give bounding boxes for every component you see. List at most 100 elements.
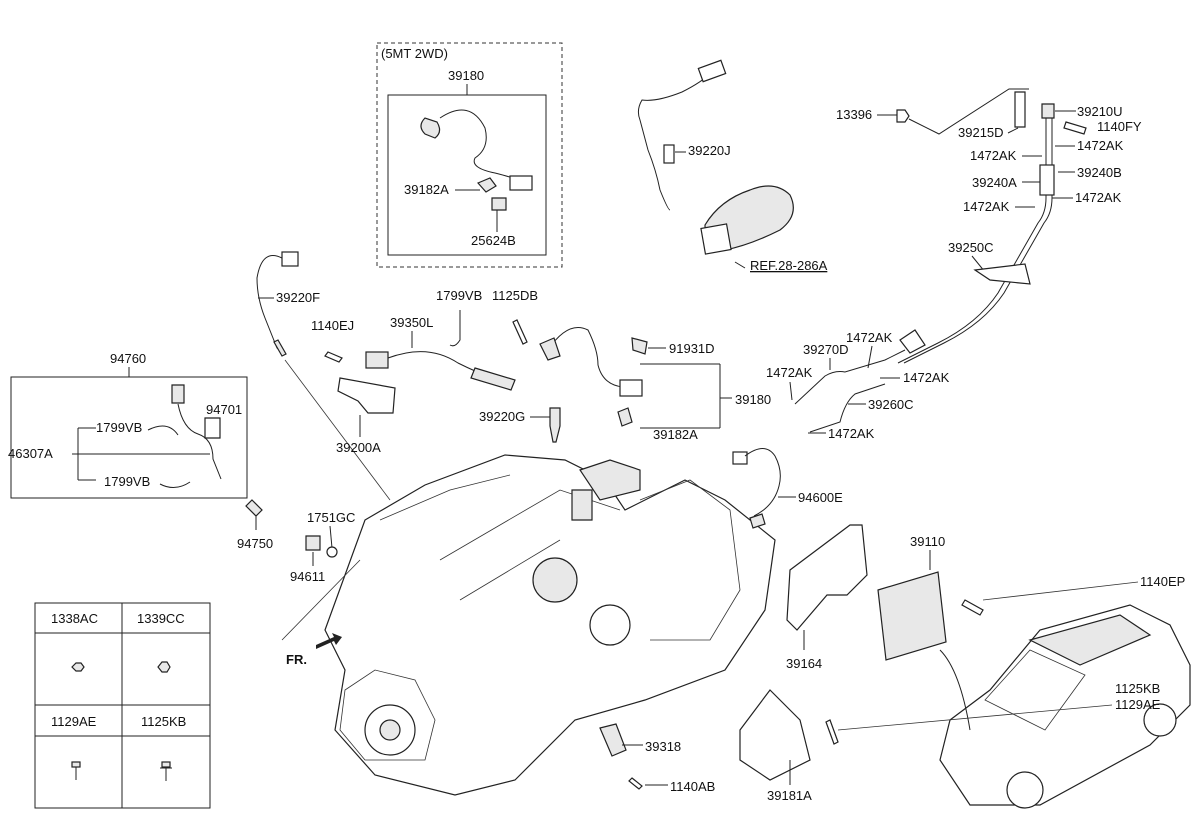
callout-1472AK-3[interactable]: 1472AK [963,199,1010,214]
callout-94701[interactable]: 94701 [206,402,242,417]
flange-nut-icon [157,661,171,673]
callout-1472AK-1[interactable]: 1472AK [1077,138,1124,153]
hose-39270D-group: 39270D 1472AK 1472AK 1472AK 39260C 1472A… [766,330,950,441]
callout-1140AB[interactable]: 1140AB [670,779,715,794]
callout-1140EJ[interactable]: 1140EJ [311,318,354,333]
engine-block-icon [324,454,776,796]
bracket-91931D-icon [631,337,648,355]
callout-1140EP[interactable]: 1140EP [1140,574,1185,589]
variant-label: (5MT 2WD) [381,46,448,61]
gasket-1751GC-icon [326,546,338,558]
callout-1799VB-top[interactable]: 1799VB [436,288,482,303]
callout-39110[interactable]: 39110 [910,534,945,549]
sensor-39318-icon [599,723,627,757]
o2-sensor-group: 39220F 1799VB 1125DB 1140EJ 39350L 39200… [256,251,561,501]
legend-cell-1: 1338AC [51,611,98,626]
cover-39181A-icon [739,689,811,781]
vehicle-illustration [939,604,1191,809]
vacuum-pipe-group: 13396 39215D 39210U 1140FY 1472AK 1472AK… [836,88,1142,364]
ecu-bracket-39164-icon [786,524,868,631]
bolt-1140FY-icon [1063,121,1087,135]
callout-39350L[interactable]: 39350L [390,315,433,330]
ecu-group: 39110 39164 1140EP [786,524,1185,671]
callout-1129AE[interactable]: 1129AE [1115,697,1161,712]
callout-39215D[interactable]: 39215D [958,125,1004,140]
callout-1472AK-7[interactable]: 1472AK [903,370,950,385]
bracket-39250C-icon [973,263,1031,285]
callout-39210U[interactable]: 39210U [1077,104,1123,119]
callout-39318[interactable]: 39318 [645,739,681,754]
sensor-94611-icon [305,535,321,551]
callout-1799VB-a[interactable]: 1799VB [96,420,142,435]
callout-39220J[interactable]: 39220J [688,143,731,158]
callout-94600E[interactable]: 94600E [798,490,843,505]
callout-39181A[interactable]: 39181A [767,788,812,803]
bolt-1125DB-icon [512,319,528,345]
bolt-1140EP-icon [961,599,984,616]
sensor-39220G-icon [549,407,561,443]
sensor-39180-icon [420,109,533,191]
callout-46307A[interactable]: 46307A [8,446,53,461]
sensor-94750-icon [245,499,263,517]
callout-39182A-mid[interactable]: 39182A [653,427,698,442]
clip-13396-icon [896,109,910,123]
bolt-1129AE-icon [825,719,839,745]
front-direction-label: FR. [286,652,307,667]
bracket-39215D-icon [1014,91,1026,128]
callout-1751GC[interactable]: 1751GC [307,510,355,525]
callout-39180-mid[interactable]: 39180 [735,392,771,407]
callout-39220G[interactable]: 39220G [479,409,525,424]
callout-39182A-top[interactable]: 39182A [404,182,449,197]
bracket-39200A-icon [337,377,396,414]
callout-39240A[interactable]: 39240A [972,175,1017,190]
callout-94750[interactable]: 94750 [237,536,273,551]
callout-91931D[interactable]: 91931D [669,341,715,356]
ecu-39110-icon [877,571,947,661]
callout-94611[interactable]: 94611 [290,569,325,584]
fastener-legend-table: 1338AC 1339CC 1129AE 1125KB [34,602,211,809]
engine-assembly [281,454,776,796]
callout-13396[interactable]: 13396 [836,107,872,122]
bolt-icon [71,761,81,780]
callout-1125KB[interactable]: 1125KB [1115,681,1160,696]
callout-39240B[interactable]: 39240B [1077,165,1122,180]
callout-39260C[interactable]: 39260C [868,397,914,412]
callout-25624B[interactable]: 25624B [471,233,516,248]
sensor-94600E-group: 94600E [732,448,843,529]
variant-box-5mt-2wd: (5MT 2WD) 39180 39182A 25624B [376,42,563,268]
sensor-39350L-icon [365,351,389,369]
callout-39200A[interactable]: 39200A [336,440,381,455]
callout-39164[interactable]: 39164 [786,656,822,671]
bolt-1140EJ-icon [324,351,343,363]
bracket-icon [476,177,497,193]
callout-1472AK-5[interactable]: 1472AK [846,330,893,345]
legend-cell-2: 1339CC [137,611,185,626]
sensor-39180-mid-group: 39180 39182A 91931D [547,327,771,442]
callout-1472AK-6[interactable]: 1472AK [766,365,813,380]
catalytic-converter-group: 39220J REF.28-286A [637,59,828,273]
front-arrow-icon [316,633,342,649]
callout-1472AK-8[interactable]: 1472AK [828,426,875,441]
bottom-parts-group: 1125KB 1129AE 39181A 39318 1140AB [599,681,1161,803]
callout-39180-top[interactable]: 39180 [448,68,484,83]
callout-ref-28-286A[interactable]: REF.28-286A [750,258,828,273]
callout-1125DB[interactable]: 1125DB [492,288,538,303]
callout-1140FY[interactable]: 1140FY [1097,119,1142,134]
callout-1799VB-b[interactable]: 1799VB [104,474,150,489]
hose-39240-icon [1039,164,1055,196]
callout-1472AK-2[interactable]: 1472AK [970,148,1017,163]
callout-94760[interactable]: 94760 [110,351,146,366]
legend-cell-4: 1125KB [141,714,186,729]
clip-icon [491,197,507,211]
callout-1472AK-4[interactable]: 1472AK [1075,190,1122,205]
callout-39250C[interactable]: 39250C [948,240,994,255]
bolt-1140AB-icon [628,777,643,790]
callout-39270D[interactable]: 39270D [803,342,849,357]
harness-94760-group: 94760 94701 1799VB 46307A 1799VB 94750 1… [8,351,355,584]
flange-bolt-icon [160,761,172,781]
legend-cell-3: 1129AE [51,714,97,729]
callout-39220F[interactable]: 39220F [276,290,320,305]
nut-icon [71,662,85,672]
